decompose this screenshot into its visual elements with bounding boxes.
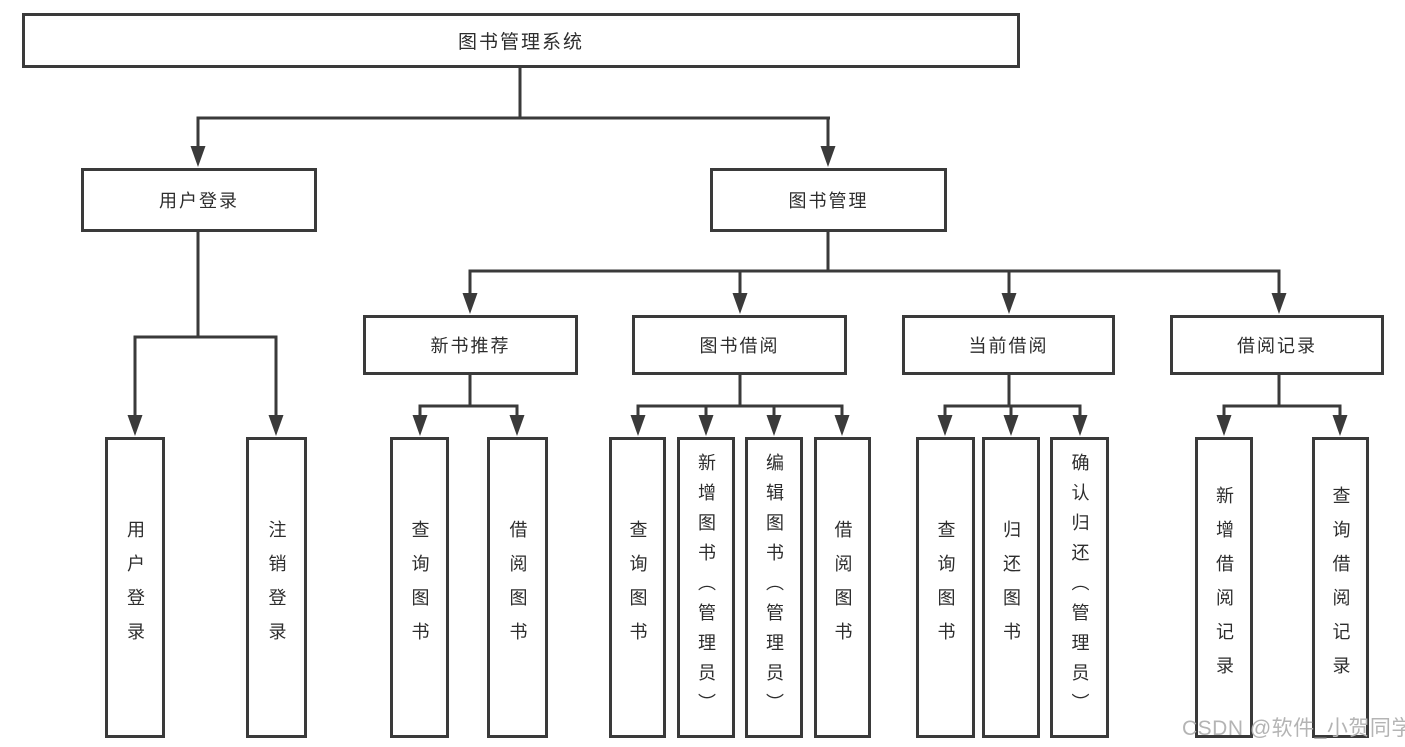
node-borrow-records: 借阅记录 (1170, 315, 1384, 375)
leaf-query-books-borrow: 查询图书 (609, 437, 666, 738)
leaf-label: 新增图书（管理员） (696, 452, 716, 723)
node-current-borrow: 当前借阅 (902, 315, 1115, 375)
leaf-label: 编辑图书（管理员） (764, 452, 784, 723)
leaf-label: 查询图书 (627, 519, 648, 656)
node-new-book-recommend: 新书推荐 (363, 315, 578, 375)
leaf-label: 注销登录 (266, 519, 287, 656)
leaf-label: 借阅图书 (832, 519, 853, 656)
node-root: 图书管理系统 (22, 13, 1020, 68)
leaf-add-book-admin: 新增图书（管理员） (677, 437, 735, 738)
leaf-label: 归还图书 (1001, 519, 1021, 656)
leaf-label: 查询借阅记录 (1330, 485, 1351, 690)
leaf-return-books: 归还图书 (982, 437, 1040, 738)
leaf-label: 借阅图书 (507, 519, 528, 656)
leaf-confirm-return-admin: 确认归还（管理员） (1050, 437, 1109, 738)
leaf-borrow-books: 借阅图书 (814, 437, 871, 738)
leaf-logout: 注销登录 (246, 437, 307, 738)
leaf-label: 确认归还（管理员） (1069, 452, 1090, 723)
leaf-label: 查询图书 (409, 519, 430, 656)
leaf-label: 新增借阅记录 (1214, 485, 1234, 690)
node-book-management: 图书管理 (710, 168, 947, 232)
leaf-label: 用户登录 (125, 519, 145, 656)
leaf-borrow-books-recommend: 借阅图书 (487, 437, 548, 738)
leaf-query-books-recommend: 查询图书 (390, 437, 449, 738)
leaf-label: 查询图书 (935, 519, 956, 656)
node-book-borrow: 图书借阅 (632, 315, 847, 375)
node-user-login: 用户登录 (81, 168, 317, 232)
csdn-watermark: CSDN @软件_小贺同学 (1182, 717, 1405, 740)
leaf-user-login: 用户登录 (105, 437, 165, 738)
leaf-query-books-current: 查询图书 (916, 437, 975, 738)
leaf-query-borrow-record: 查询借阅记录 (1312, 437, 1369, 738)
leaf-edit-book-admin: 编辑图书（管理员） (745, 437, 803, 738)
leaf-add-borrow-record: 新增借阅记录 (1195, 437, 1253, 738)
